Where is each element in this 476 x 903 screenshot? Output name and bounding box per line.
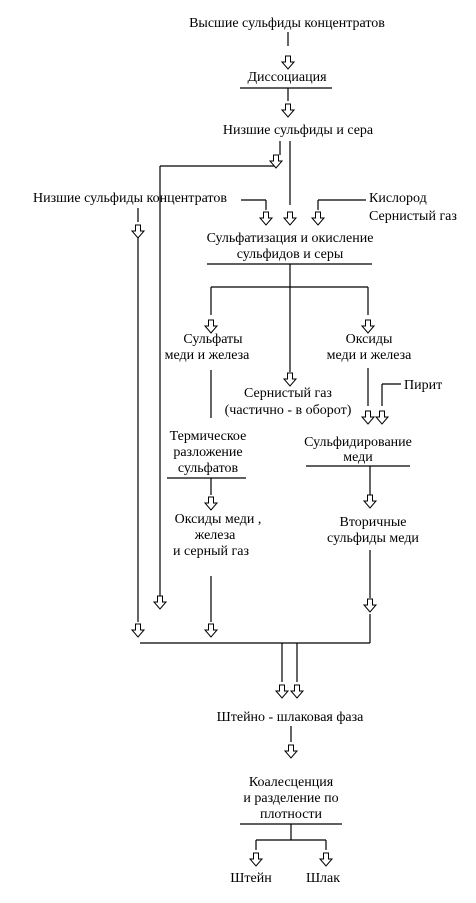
arrow-down-icon — [361, 410, 375, 425]
arrow-down-icon — [249, 852, 263, 867]
arrow-down-icon — [283, 372, 297, 387]
arrow-down-icon — [275, 684, 289, 699]
node-slag: Шлак — [306, 871, 340, 886]
node-sulfidizing-line-2: меди — [343, 450, 373, 465]
node-oxygen: Кислород — [369, 191, 427, 206]
node-thermal-line-3: сульфатов — [178, 461, 239, 476]
node-sulfates-line-2: меди и железа — [165, 348, 251, 363]
arrow-down-icon — [281, 103, 295, 118]
node-sulfates-line-1: Сульфаты — [183, 332, 243, 347]
node-oxides-fe-line-3: и серный газ — [173, 544, 249, 559]
node-sulfur-gas-partial-line-2: (частично - в оборот) — [225, 403, 352, 418]
arrow-down-icon — [204, 496, 218, 511]
node-oxides-line-2: меди и железа — [327, 348, 413, 363]
arrow-down-icon — [290, 684, 304, 699]
node-labels: Высшие сульфиды концентратов Диссоциация… — [33, 16, 457, 886]
arrow-down-icon — [375, 410, 389, 425]
node-oxides-fe-line-2: железа — [194, 528, 237, 543]
arrow-down-icon — [204, 623, 218, 638]
node-coalescence-line-2: и разделение по — [243, 791, 338, 806]
arrow-down-icon — [131, 224, 145, 239]
node-matte: Штейн — [230, 871, 272, 886]
node-pyrite: Пирит — [404, 378, 442, 393]
arrow-down-icon — [363, 598, 377, 613]
node-lower-sulfides-sulfur: Низшие сульфиды и сера — [223, 123, 374, 138]
node-thermal-line-1: Термическое — [170, 429, 247, 444]
node-secondary-line-2: сульфиды меди — [327, 531, 419, 546]
arrow-down-icon — [311, 211, 325, 226]
node-higher-sulfides: Высшие сульфиды концентратов — [189, 16, 385, 31]
node-coalescence-line-1: Коалесценция — [249, 775, 334, 790]
node-dissociation: Диссоциация — [247, 70, 327, 85]
node-sulfatization-line-2: сульфидов и серы — [237, 247, 344, 262]
node-sulfur-gas-partial-line-1: Сернистый газ — [244, 386, 332, 401]
node-coalescence-line-3: плотности — [260, 807, 323, 822]
arrow-down-icon — [283, 211, 297, 226]
arrow-down-icon — [281, 55, 295, 70]
node-sulfatization-line-1: Сульфатизация и окисление — [207, 231, 374, 246]
node-secondary-line-1: Вторичные — [340, 515, 407, 530]
arrow-down-icon — [131, 623, 145, 638]
node-sulfur-gas-input: Сернистый газ — [369, 209, 457, 224]
arrow-down-icon — [259, 211, 273, 226]
node-matte-slag-phase: Штейно - шлаковая фаза — [217, 710, 365, 725]
arrow-down-icon — [153, 595, 167, 610]
arrow-down-icon — [284, 744, 298, 759]
node-sulfidizing-line-1: Сульфидирование — [304, 435, 412, 450]
arrow-down-icon — [363, 494, 377, 509]
node-oxides-fe-line-1: Оксиды меди , — [175, 512, 262, 527]
arrow-down-icon — [319, 852, 333, 867]
node-oxides-line-1: Оксиды — [346, 332, 393, 347]
connector-lines — [137, 32, 410, 850]
node-thermal-line-2: разложение — [173, 445, 242, 460]
node-lower-sulfides-concentrates: Низшие сульфиды концентратов — [33, 191, 227, 206]
